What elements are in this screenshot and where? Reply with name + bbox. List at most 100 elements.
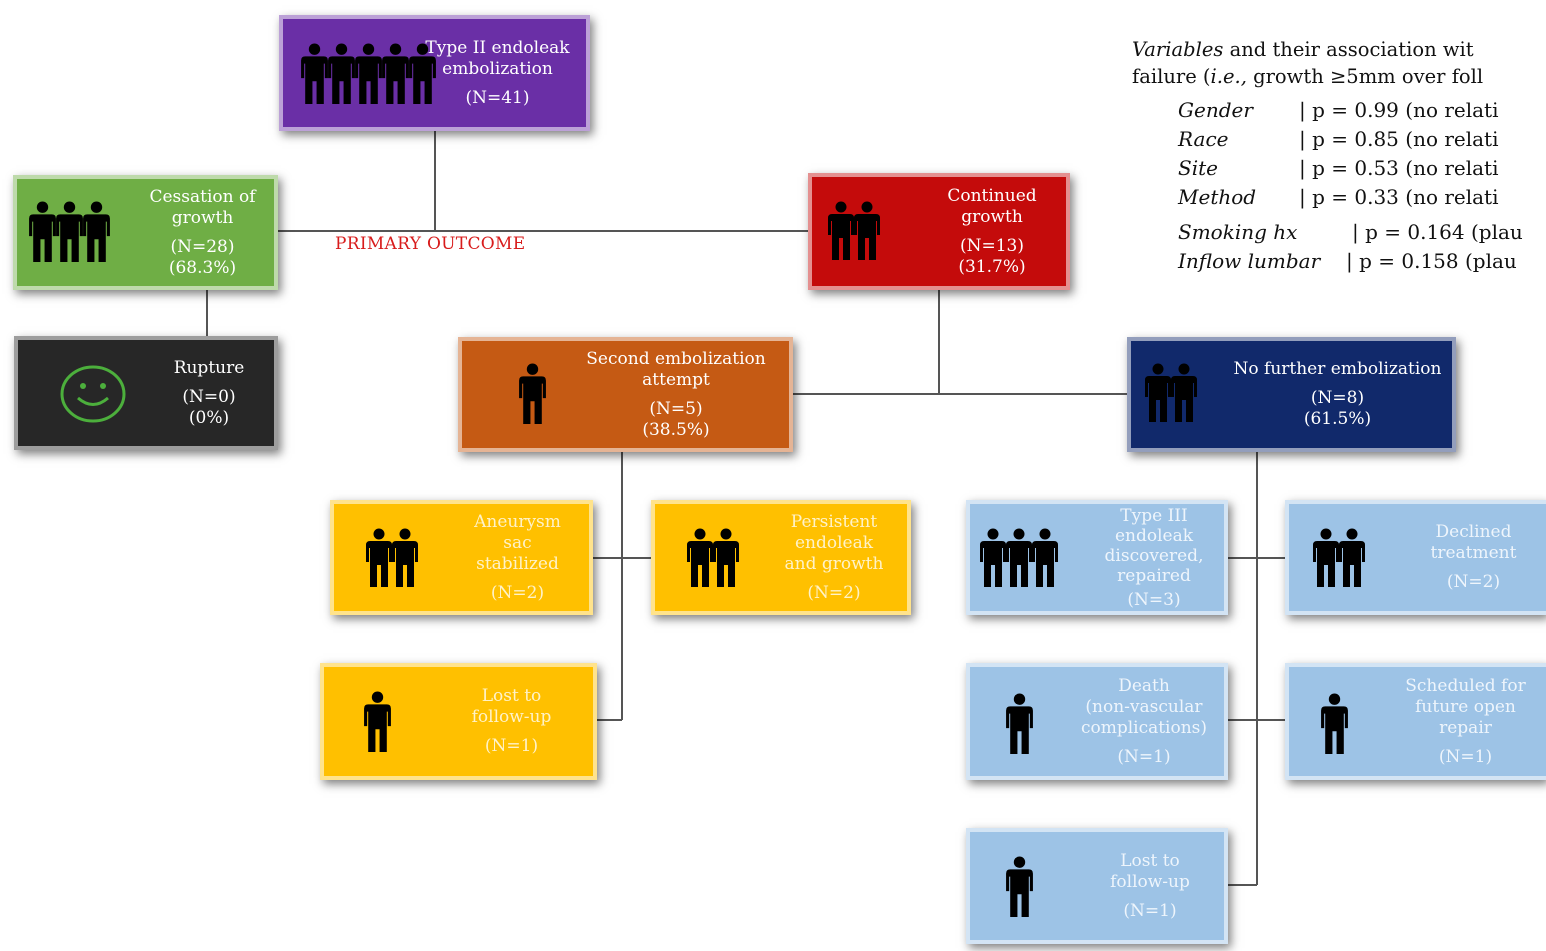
lost-right-line1: Lost to xyxy=(1120,850,1180,871)
person-icon xyxy=(1006,528,1032,587)
stats-var-value: | p = 0.85 (no relati xyxy=(1299,127,1499,151)
lost-followup-left-node-box: Lost to follow-up (N=1) xyxy=(320,663,597,780)
person-group-icon xyxy=(517,363,546,425)
lost-followup-right-node-box: Lost to follow-up (N=1) xyxy=(966,828,1228,944)
root-node-line1: Type II endoleak xyxy=(425,37,570,58)
continued-node-line1: Continued xyxy=(947,185,1037,206)
persistent-endoleak-node-box: Persistent endoleak and growth (N=2) xyxy=(651,500,911,615)
no-further-embolization-pct: (61.5%) xyxy=(1303,409,1372,429)
scheduled-line3: repair xyxy=(1439,717,1492,738)
death-node-text: Death (non-vascular complications) (N=1) xyxy=(1068,667,1220,776)
no-further-embolization-node-text: No further embolization (N=8) (61.5%) xyxy=(1223,341,1452,448)
cessation-node-count: (N=28) xyxy=(170,236,235,257)
person-group-icon xyxy=(1004,856,1033,918)
scheduled-line1: Scheduled for xyxy=(1405,675,1526,696)
rupture-node-text: Rupture (N=0) (0%) xyxy=(148,340,270,446)
second-embolization-node-box: Second embolization attempt (N=5) (38.5%… xyxy=(458,337,793,452)
lost-followup-left-node-text: Lost to follow-up (N=1) xyxy=(434,667,589,776)
stats-var-value: | p = 0.33 (no relati xyxy=(1299,185,1499,209)
person-icon xyxy=(854,201,880,260)
person-group-icon xyxy=(1143,363,1197,423)
stats-heading-variables: Variables xyxy=(1132,38,1224,61)
person-icon xyxy=(301,43,328,104)
type-iii-endoleak-node-text: Type III endoleak discovered, repaired (… xyxy=(1088,504,1220,611)
type3-line3: discovered, xyxy=(1104,545,1204,566)
stats-heading-line2: failure (i.e., growth ≥5mm over foll xyxy=(1132,63,1546,90)
declined-treatment-node-box: Declined treatment (N=2) xyxy=(1285,500,1546,615)
type3-line2: endoleak xyxy=(1114,525,1194,546)
person-icon xyxy=(364,691,391,752)
person-icon xyxy=(355,43,382,104)
person-group-icon xyxy=(1319,693,1348,755)
aneurysm-count: (N=2) xyxy=(490,582,545,603)
lost-right-line2: follow-up xyxy=(1110,871,1190,892)
continued-node-count: (N=13) xyxy=(959,235,1024,256)
continued-node-box: Continued growth (N=13) (31.7%) xyxy=(808,173,1070,290)
person-group-icon xyxy=(978,528,1058,588)
person-group-icon xyxy=(364,528,418,588)
cessation-node-pct: (68.3%) xyxy=(168,257,237,278)
person-group-icon xyxy=(685,528,739,588)
person-icon xyxy=(56,201,83,262)
person-group-icon xyxy=(27,201,110,263)
stats-heading-rest: and their association wit xyxy=(1223,38,1474,61)
scheduled-count: (N=1) xyxy=(1438,746,1493,767)
persistent-line1: Persistent xyxy=(790,511,878,532)
root-node-count: (N=41) xyxy=(465,87,530,108)
root-node-text: Type II endoleak embolization (N=41) xyxy=(413,19,582,127)
person-icon xyxy=(1321,693,1348,754)
second-embolization-node-text: Second embolization attempt (N=5) (38.5%… xyxy=(567,341,785,448)
lost-followup-right-node-text: Lost to follow-up (N=1) xyxy=(1080,832,1220,940)
continued-node-pct: (31.7%) xyxy=(958,256,1026,277)
stats-row-site: Site| p = 0.53 (no relati xyxy=(1132,154,1546,183)
person-icon xyxy=(713,528,739,587)
declined-count: (N=2) xyxy=(1446,572,1501,592)
root-node-box: Type II endoleak embolization (N=41) xyxy=(279,15,590,131)
lost-left-line1: Lost to xyxy=(481,686,542,706)
stats-row-inflow-lumbar: Inflow lumbar| p = 0.158 (plau xyxy=(1132,247,1546,276)
person-icon xyxy=(382,43,409,104)
stats-var-name: Gender xyxy=(1178,98,1253,122)
stats-row-gender: Gender | p = 0.99 (no relati xyxy=(1132,96,1546,125)
stats-var-value: | p = 0.99 (no relati xyxy=(1299,98,1499,122)
no-further-embolization-line1: No further embolization xyxy=(1233,359,1442,379)
declined-line2: treatment xyxy=(1430,543,1517,563)
aneurysm-line1: Aneurysm xyxy=(474,511,561,532)
rupture-node-pct: (0%) xyxy=(188,407,230,428)
person-icon xyxy=(980,528,1006,587)
scheduled-repair-node-box: Scheduled for future open repair (N=1) xyxy=(1285,663,1546,780)
second-embolization-line2: attempt xyxy=(642,369,710,390)
death-count: (N=1) xyxy=(1117,746,1171,767)
person-icon xyxy=(1145,363,1171,422)
person-group-icon xyxy=(299,43,436,105)
person-icon xyxy=(1313,528,1339,587)
person-icon xyxy=(83,201,110,262)
stats-heading2-ie: i.e., xyxy=(1210,65,1247,88)
person-icon xyxy=(1171,363,1197,422)
stats-var-value: | p = 0.164 (plau xyxy=(1352,220,1523,244)
person-group-icon xyxy=(1004,693,1033,755)
stats-row-smoking: Smoking hx | p = 0.164 (plau xyxy=(1132,218,1546,247)
continued-node-line2: growth xyxy=(961,206,1023,227)
stats-var-name: Method xyxy=(1178,185,1257,209)
persistent-line2: endoleak xyxy=(794,532,874,553)
stats-var-name: Smoking hx xyxy=(1178,220,1298,244)
scheduled-line2: future open xyxy=(1415,696,1516,717)
person-icon xyxy=(828,201,854,260)
stats-heading2-b: growth ≥5mm over foll xyxy=(1246,65,1484,88)
persistent-line3: and growth xyxy=(784,553,884,574)
person-icon xyxy=(1006,856,1033,917)
root-node-line2: embolization xyxy=(442,58,553,79)
person-icon xyxy=(1339,528,1365,587)
person-group-icon xyxy=(362,691,391,753)
death-line2: (non-vascular xyxy=(1085,696,1203,717)
rupture-node-box: Rupture (N=0) (0%) xyxy=(14,336,278,450)
rupture-node-line1: Rupture xyxy=(173,357,245,378)
stats-var-name: Inflow lumbar xyxy=(1178,249,1321,273)
type3-line4: repaired xyxy=(1117,565,1191,586)
person-icon xyxy=(392,528,418,587)
type3-line1: Type III xyxy=(1120,505,1188,526)
death-line1: Death xyxy=(1118,675,1170,696)
person-icon xyxy=(1006,693,1033,754)
stats-heading2-a: failure ( xyxy=(1132,65,1211,88)
